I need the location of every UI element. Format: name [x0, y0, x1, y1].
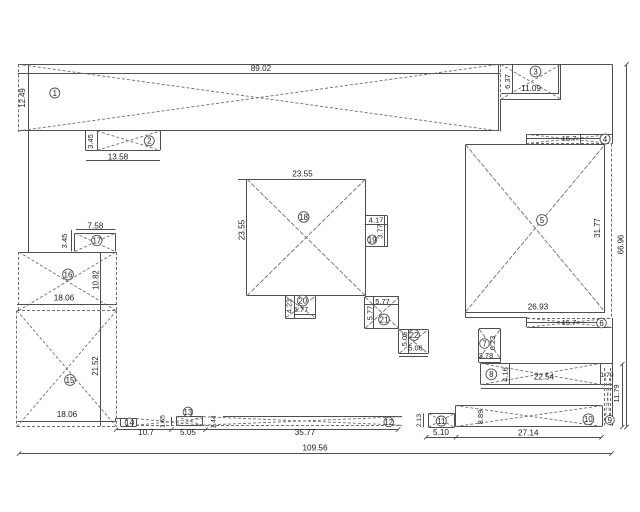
svg-text:12.49: 12.49 [18, 88, 27, 108]
svg-text:1.65: 1.65 [160, 415, 167, 428]
svg-text:4.16: 4.16 [501, 367, 510, 381]
svg-text:66.96: 66.96 [617, 235, 626, 255]
svg-text:109.56: 109.56 [302, 444, 327, 453]
svg-text:15.7: 15.7 [562, 318, 577, 327]
svg-text:11.09: 11.09 [521, 84, 541, 93]
svg-text:1: 1 [53, 89, 57, 98]
svg-text:22.54: 22.54 [534, 373, 555, 382]
svg-text:15.7: 15.7 [562, 134, 577, 143]
svg-text:18.06: 18.06 [57, 410, 78, 419]
svg-text:6.23: 6.23 [488, 336, 497, 350]
svg-text:5.05: 5.05 [400, 332, 409, 346]
svg-text:10.82: 10.82 [92, 270, 101, 290]
svg-text:16: 16 [64, 270, 73, 279]
svg-text:15: 15 [66, 376, 75, 385]
svg-text:27.14: 27.14 [518, 428, 539, 437]
svg-text:10: 10 [584, 415, 593, 424]
svg-text:26.93: 26.93 [528, 303, 549, 312]
svg-text:6: 6 [599, 319, 603, 328]
svg-text:11: 11 [437, 417, 445, 426]
svg-text:3.45: 3.45 [86, 134, 95, 149]
svg-text:11.79: 11.79 [612, 385, 621, 403]
svg-text:5.77: 5.77 [375, 297, 389, 306]
svg-text:31.77: 31.77 [593, 218, 602, 238]
svg-text:9: 9 [608, 416, 612, 425]
svg-text:7.58: 7.58 [87, 221, 103, 230]
svg-text:5.05: 5.05 [180, 428, 196, 437]
svg-text:2.13: 2.13 [416, 414, 423, 427]
svg-text:3.78: 3.78 [479, 351, 493, 360]
svg-text:5.10: 5.10 [433, 428, 449, 437]
svg-text:5.77: 5.77 [366, 306, 375, 320]
svg-text:4: 4 [603, 135, 608, 144]
svg-text:13: 13 [184, 408, 193, 417]
svg-text:3: 3 [533, 67, 537, 76]
svg-text:5.77: 5.77 [294, 305, 308, 314]
svg-text:13.58: 13.58 [108, 152, 129, 161]
svg-text:21.52: 21.52 [91, 356, 100, 376]
svg-text:6.37: 6.37 [503, 74, 512, 89]
svg-text:4.17: 4.17 [369, 216, 384, 225]
svg-text:1.79: 1.79 [600, 372, 613, 379]
svg-text:35.77: 35.77 [295, 428, 316, 437]
svg-text:18.06: 18.06 [54, 293, 75, 302]
svg-text:20: 20 [298, 297, 307, 306]
svg-text:22: 22 [410, 331, 419, 340]
svg-text:18: 18 [299, 213, 308, 222]
svg-text:19: 19 [368, 236, 377, 245]
svg-text:7: 7 [482, 339, 486, 348]
svg-text:21: 21 [380, 315, 389, 324]
svg-text:5: 5 [540, 216, 545, 225]
svg-text:23.55: 23.55 [238, 219, 247, 240]
svg-text:2: 2 [147, 137, 151, 146]
svg-text:8.89: 8.89 [476, 410, 485, 424]
svg-text:1.44: 1.44 [211, 415, 218, 428]
svg-text:10.7: 10.7 [138, 428, 154, 437]
svg-text:89.02: 89.02 [251, 64, 272, 73]
svg-text:3.77: 3.77 [376, 224, 385, 238]
svg-text:23.55: 23.55 [292, 169, 313, 178]
svg-text:3.45: 3.45 [60, 234, 69, 249]
svg-text:8: 8 [489, 370, 493, 379]
svg-text:14: 14 [125, 418, 134, 427]
svg-text:4.23: 4.23 [285, 299, 294, 313]
svg-text:17: 17 [92, 236, 101, 245]
svg-text:12: 12 [384, 418, 393, 427]
svg-text:5.06: 5.06 [408, 344, 422, 353]
